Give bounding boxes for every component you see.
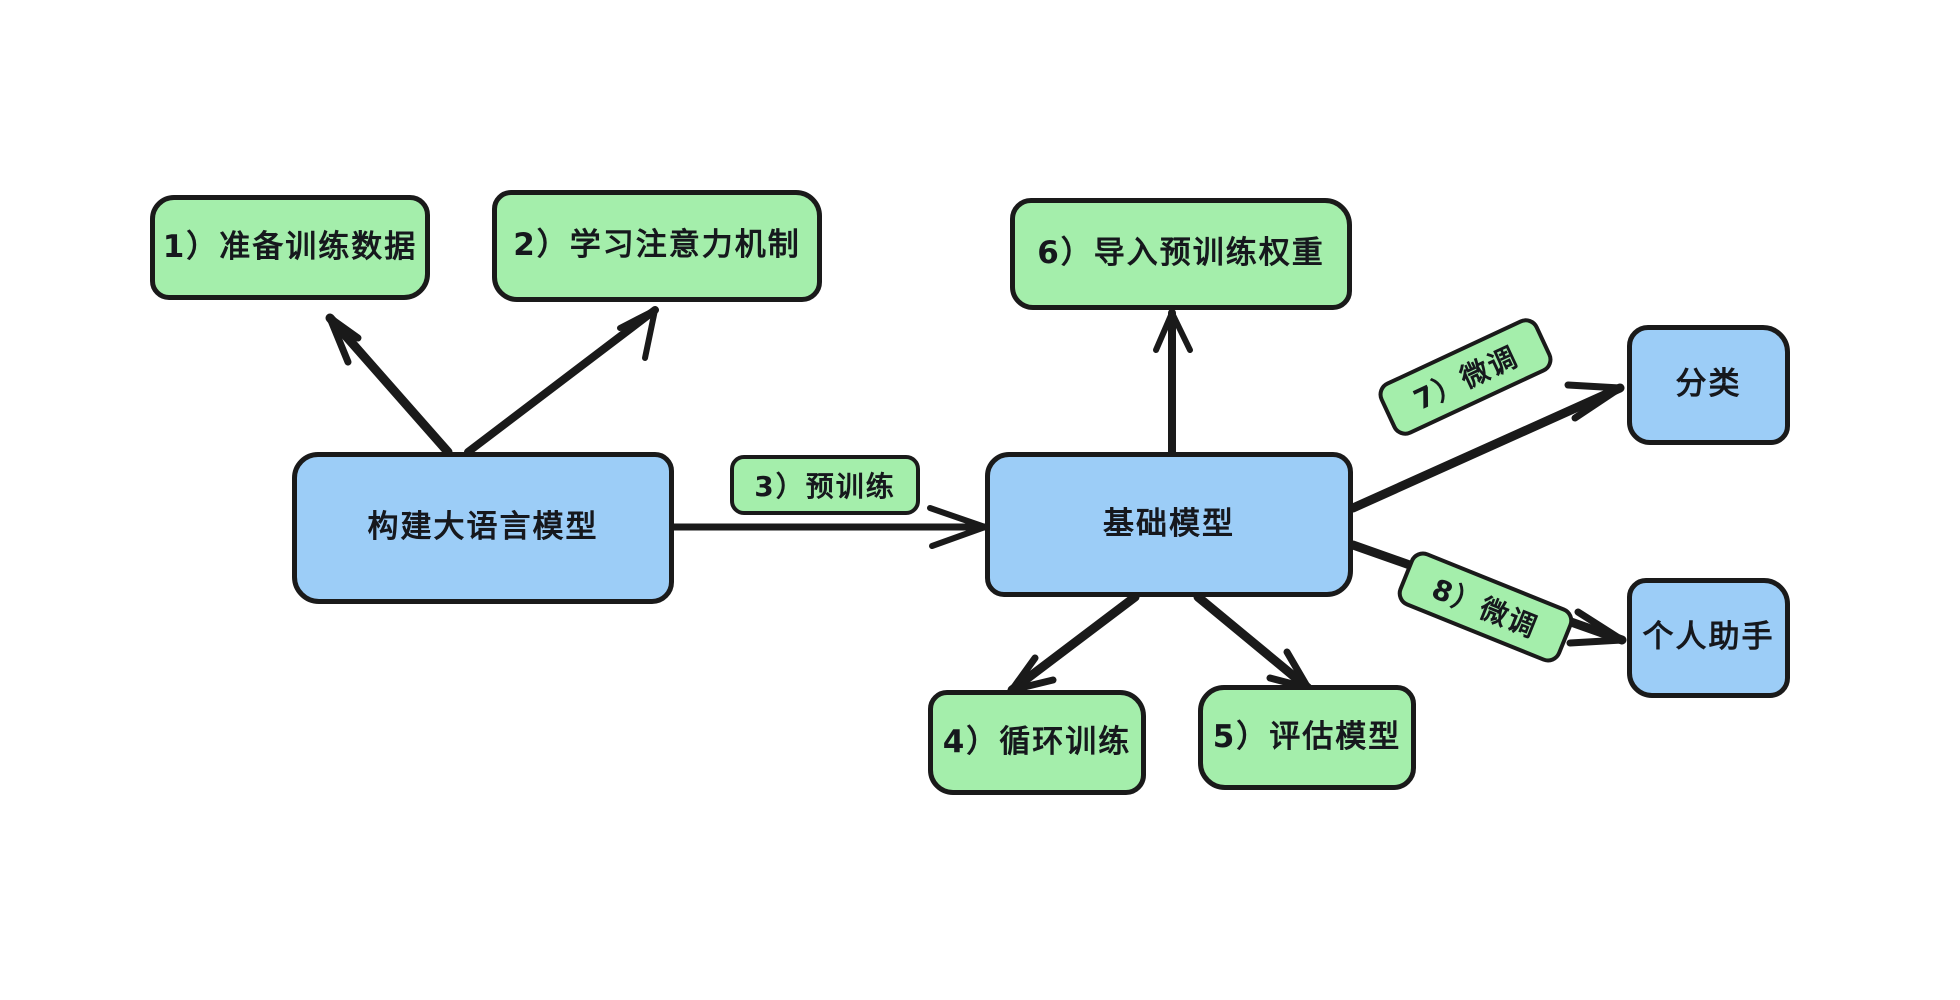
node-loop-training[interactable]: 4）循环训练 (928, 690, 1146, 795)
node-label: 构建大语言模型 (367, 509, 599, 546)
node-evaluate-model[interactable]: 5）评估模型 (1198, 685, 1416, 790)
edge-foundation-to-loop (1007, 592, 1140, 695)
node-label: 个人助手 (1642, 619, 1775, 656)
node-label: 4）循环训练 (942, 723, 1132, 760)
node-label: 1）准备训练数据 (162, 228, 418, 265)
edge-label-text: 7）微调 (1408, 339, 1524, 417)
node-label: 基础模型 (1103, 505, 1235, 542)
node-personal-assistant[interactable]: 个人助手 (1627, 578, 1790, 698)
node-foundation-model[interactable]: 基础模型 (985, 452, 1353, 597)
node-classification[interactable]: 分类 (1627, 325, 1790, 445)
node-label: 5）评估模型 (1212, 718, 1402, 755)
node-prepare-data[interactable]: 1）准备训练数据 (150, 195, 430, 300)
edge-foundation-to-evaluate (1193, 592, 1313, 693)
node-label: 分类 (1675, 366, 1742, 403)
edge-label-pretrain[interactable]: 3）预训练 (730, 455, 920, 515)
node-label: 6）导入预训练权重 (1037, 235, 1325, 272)
edge-label-finetune-7[interactable]: 7）微调 (1373, 313, 1558, 441)
edge-build-to-attention (464, 306, 659, 456)
node-label: 2）学习注意力机制 (513, 227, 801, 264)
edge-foundation-to-weights (1153, 309, 1193, 456)
edge-build-to-prepare (325, 313, 453, 457)
node-attention[interactable]: 2）学习注意力机制 (492, 190, 822, 302)
edge-label-finetune-8[interactable]: 8）微调 (1393, 547, 1578, 667)
edge-label-text: 8）微调 (1427, 572, 1543, 645)
node-build-llm[interactable]: 构建大语言模型 (292, 452, 674, 604)
edge-label-text: 3）预训练 (754, 470, 896, 503)
node-pretrained-weights[interactable]: 6）导入预训练权重 (1010, 198, 1352, 310)
